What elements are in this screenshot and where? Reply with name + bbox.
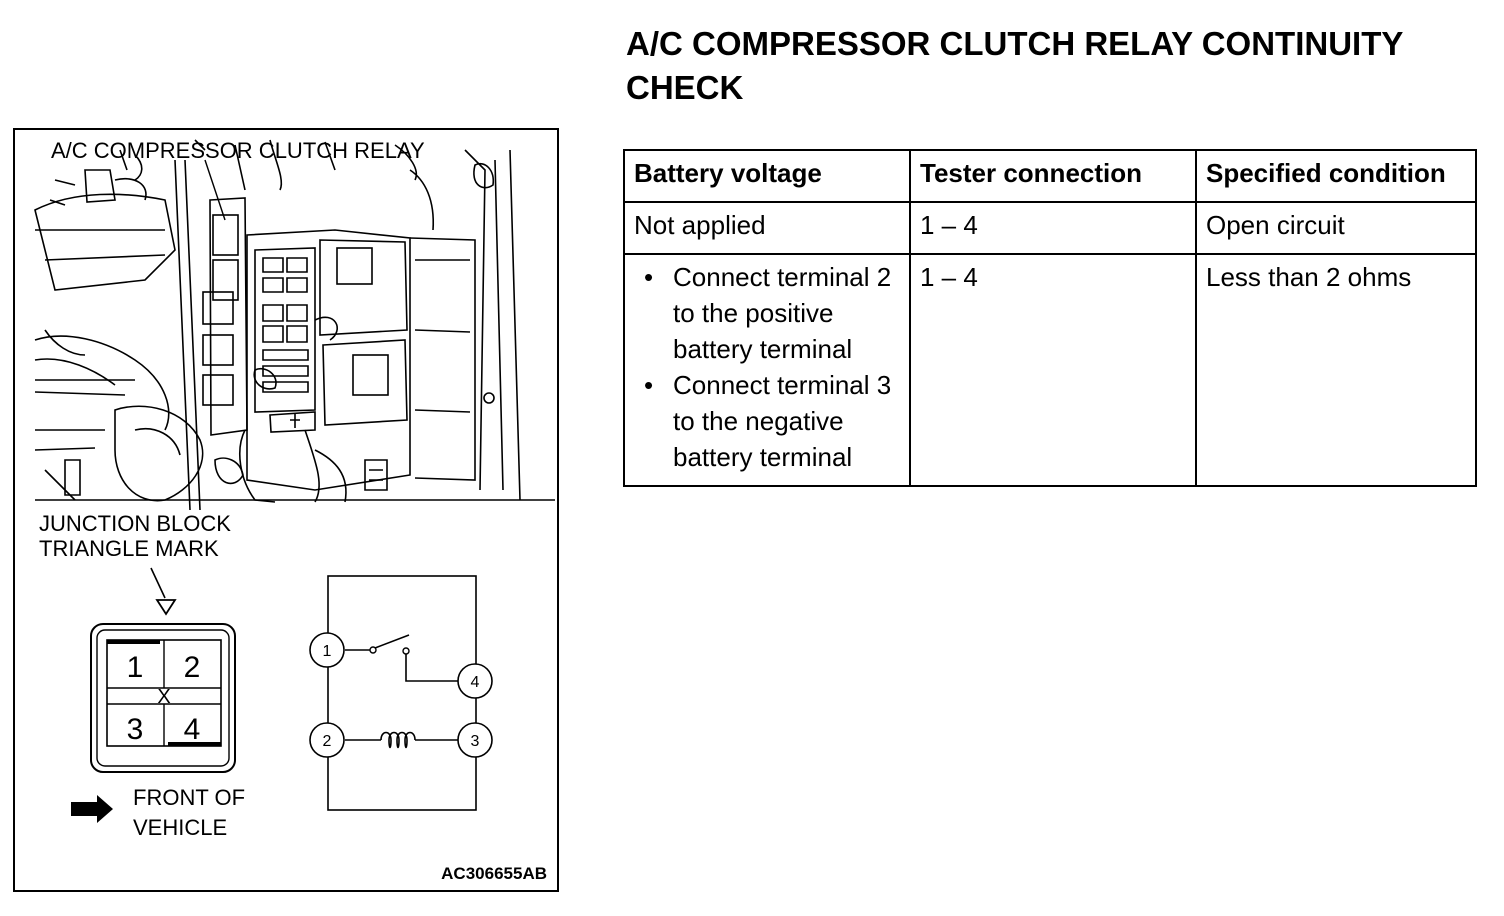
front-of-vehicle-label: FRONT OF [133, 785, 246, 810]
table-row: Connect terminal 2 to the positive batte… [623, 253, 1477, 487]
cell-tester-connection: 1 – 4 [909, 201, 1197, 255]
continuity-check-table: Battery voltage Tester connection Specif… [623, 149, 1477, 487]
figure-code: AC306655AB [441, 864, 547, 883]
cell-battery-voltage: Connect terminal 2 to the positive batte… [623, 253, 911, 487]
header-tester-connection: Tester connection [909, 149, 1197, 203]
circuit-terminal-1: 1 [323, 643, 332, 660]
battery-instruction-list: Connect terminal 2 to the positive batte… [634, 259, 901, 475]
triangle-mark-icon [155, 599, 177, 616]
junction-block-label: JUNCTION BLOCK [39, 511, 231, 536]
header-specified-condition: Specified condition [1195, 149, 1477, 203]
front-arrow-icon [71, 795, 113, 823]
list-item: Connect terminal 2 to the positive batte… [634, 259, 901, 367]
circuit-terminal-3: 3 [471, 733, 480, 750]
circuit-terminal-2: 2 [323, 733, 332, 750]
engine-compartment-illustration: 1 2 X 3 4 1 2 3 4 [34, 139, 555, 823]
header-battery-voltage: Battery voltage [623, 149, 911, 203]
cell-specified-condition: Less than 2 ohms [1195, 253, 1477, 487]
cell-tester-connection: 1 – 4 [909, 253, 1197, 487]
connector-terminal-3: 3 [127, 713, 144, 746]
table-header-row: Battery voltage Tester connection Specif… [623, 149, 1477, 203]
list-item: Connect terminal 3 to the negative batte… [634, 367, 901, 475]
connector-center-mark: X [157, 686, 170, 708]
vehicle-label: VEHICLE [133, 815, 228, 840]
connector-terminal-1: 1 [127, 651, 144, 684]
relay-location-figure: 1 2 X 3 4 1 2 3 4 A/C COMPRESSOR CLUTCH … [13, 128, 559, 892]
table-row: Not applied 1 – 4 Open circuit [623, 201, 1477, 255]
relay-label: A/C COMPRESSOR CLUTCH RELAY [51, 138, 425, 163]
connector-terminal-2: 2 [184, 651, 201, 684]
triangle-mark-label: TRIANGLE MARK [39, 536, 219, 561]
cell-specified-condition: Open circuit [1195, 201, 1477, 255]
cell-battery-voltage: Not applied [623, 201, 911, 255]
circuit-terminal-4: 4 [471, 674, 480, 691]
connector-terminal-4: 4 [184, 713, 201, 746]
page-title: A/C COMPRESSOR CLUTCH RELAY CONTINUITY C… [626, 25, 1403, 106]
